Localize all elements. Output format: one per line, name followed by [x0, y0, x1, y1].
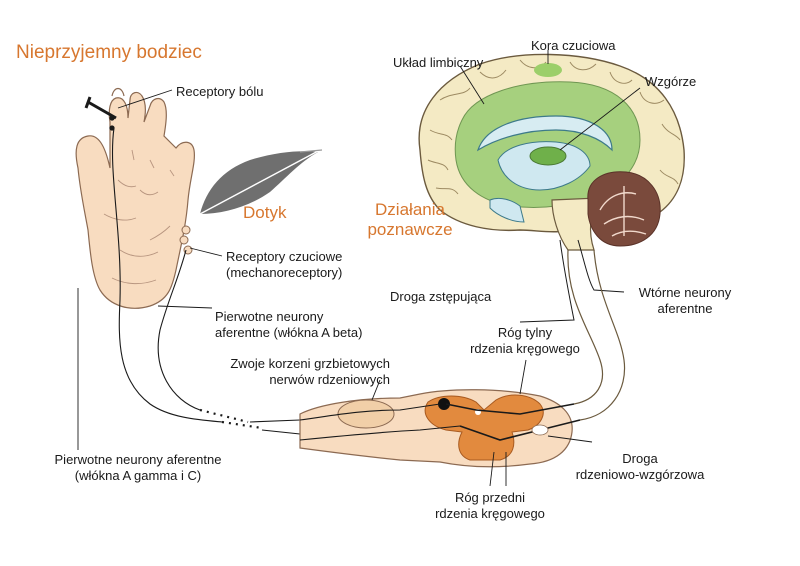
label-dorsal-horn: Róg tylny rdzenia kręgowego — [455, 325, 595, 357]
diagram-title: Nieprzyjemny bodziec — [16, 42, 202, 63]
touch-receptors — [179, 225, 193, 255]
label-sensory-cortex: Kora czuciowa — [531, 38, 616, 53]
hand-creases — [103, 149, 175, 285]
label-cognitive-line2: poznawcze — [367, 220, 453, 239]
spinal-cord-tract — [567, 249, 626, 421]
label-ventral-horn: Róg przedni rdzenia kręgowego — [410, 490, 570, 522]
label-ventral-horn-line2: rdzenia kręgowego — [435, 506, 545, 521]
label-spinothalamic-tract-line1: Droga — [622, 451, 658, 466]
label-cognitive-line1: Działania — [375, 200, 445, 219]
label-dorsal-root-ganglia-line2: nerwów rdzeniowych — [269, 372, 390, 387]
feather-illustration — [199, 149, 323, 215]
hand-illustration — [75, 87, 195, 309]
label-pain-receptors: Receptory bólu — [176, 84, 264, 99]
label-spinothalamic-tract: Droga rdzeniowo-wzgórzowa — [565, 451, 715, 483]
brain-illustration — [418, 53, 685, 323]
label-primary-afferent-gamma-line1: Pierwotne neurony aferentne — [54, 452, 222, 467]
label-secondary-afferent-line1: Wtórne neurony — [638, 285, 732, 300]
label-primary-afferent-gamma: Pierwotne neurony aferentne (włókna A ga… — [20, 452, 256, 484]
label-secondary-afferent-line2: aferentne — [657, 301, 713, 316]
spinal-cord-section — [299, 389, 581, 468]
label-descending-tract: Droga zstępująca — [390, 289, 492, 304]
label-secondary-afferent: Wtórne neurony aferentne — [625, 285, 745, 317]
leader-lines — [77, 50, 641, 487]
label-primary-afferent-gamma-line2: (włókna A gamma i C) — [74, 468, 202, 483]
label-thalamus: Wzgórze — [645, 74, 697, 89]
label-cognitive: Działania poznawcze — [355, 200, 465, 240]
label-primary-afferent-beta: Pierwotne neurony aferentne (włókna A be… — [215, 309, 362, 341]
label-touch: Dotyk — [243, 203, 287, 222]
nerve-fibers — [111, 127, 301, 435]
label-dorsal-root-ganglia-line1: Zwoje korzeni grzbietowych — [230, 356, 390, 371]
label-touch-receptors-line1: Receptory czuciowe — [226, 249, 343, 264]
label-dorsal-root-ganglia: Zwoje korzeni grzbietowych nerwów rdzeni… — [170, 356, 390, 388]
label-dorsal-horn-line2: rdzenia kręgowego — [470, 341, 580, 356]
label-spinothalamic-tract-line2: rdzeniowo-wzgórzowa — [575, 467, 705, 482]
label-primary-afferent-beta-line1: Pierwotne neurony — [215, 309, 324, 324]
label-touch-receptors-line2: (mechanoreceptory) — [226, 265, 343, 280]
label-limbic-system: Układ limbiczny — [393, 55, 484, 70]
label-dorsal-horn-line1: Róg tylny — [497, 325, 553, 340]
label-touch-receptors: Receptory czuciowe (mechanoreceptory) — [226, 249, 342, 281]
label-ventral-horn-line1: Róg przedni — [454, 490, 526, 505]
label-primary-afferent-beta-line2: aferentne (włókna A beta) — [215, 325, 363, 340]
